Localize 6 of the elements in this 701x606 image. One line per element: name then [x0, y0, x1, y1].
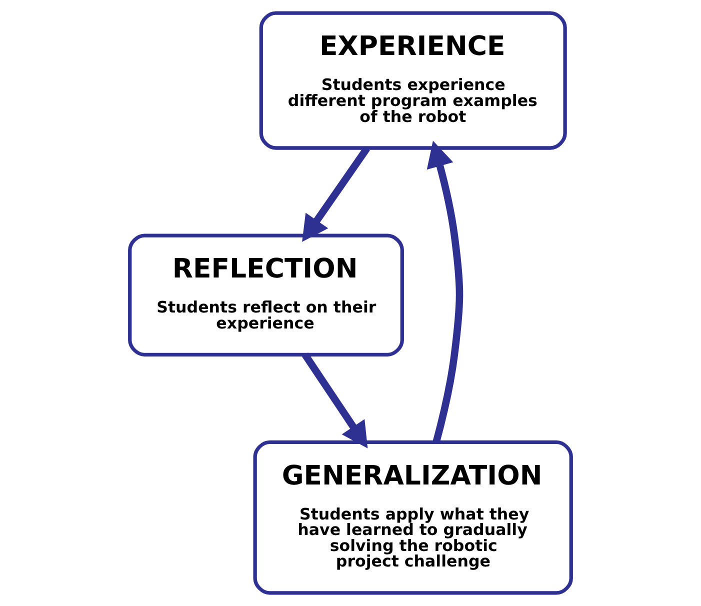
arrow: [302, 146, 370, 242]
arrow: [302, 352, 368, 448]
node-box: GENERALIZATION Students apply what they have learned to gradually solving the robotic project challenge: [253, 440, 573, 595]
node-box: REFLECTION Students reflect on their experience: [128, 234, 404, 356]
node-box: EXPERIENCE Students experience different program examples of the robot: [259, 11, 567, 150]
arrow: [426, 140, 464, 443]
